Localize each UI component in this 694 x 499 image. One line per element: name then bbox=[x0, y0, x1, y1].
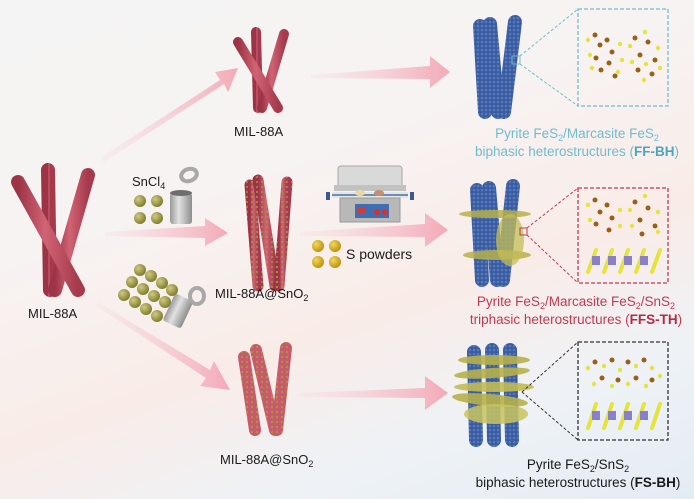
ffs-th-caption-line2: triphasic heterostructures (FFS-TH) bbox=[458, 311, 694, 329]
ff-bh-sub-2: 2 bbox=[653, 133, 659, 143]
arrow-to-middle bbox=[105, 218, 228, 246]
ffs-th-phase-1: Pyrite FeS bbox=[476, 294, 540, 309]
mil-88a-start-rods bbox=[11, 163, 95, 297]
ff-bh-caption-line1: Pyrite FeS2/Marcasite FeS2 bbox=[460, 125, 694, 143]
ffs-th-abbrev: FFS-TH bbox=[629, 312, 678, 327]
mil-88a-sno2-bottom-rods bbox=[238, 342, 292, 436]
mil-88a-sno2-middle-rods bbox=[244, 174, 293, 292]
ffs-th-sub-1: 2 bbox=[539, 301, 545, 311]
arrow-bottom-to-fs-bh bbox=[300, 376, 448, 410]
ff-bh-caption: Pyrite FeS2/Marcasite FeS2 biphasic hete… bbox=[460, 125, 694, 161]
ffs-th-caption-line1: Pyrite FeS2/Marcasite FeS2/SnS2 bbox=[458, 293, 694, 311]
ffs-th-product-rods bbox=[459, 179, 579, 287]
mil-88a-top-rods bbox=[233, 27, 289, 113]
sncl4-text: SnCl bbox=[132, 174, 161, 189]
arrow-to-bottom bbox=[96, 302, 230, 390]
bottom-intermediate-subscript: 2 bbox=[308, 459, 314, 469]
fs-bh-product-rods bbox=[452, 341, 579, 447]
middle-intermediate-text: MIL-88A@SnO bbox=[215, 286, 304, 301]
ff-bh-crystal-inset bbox=[577, 8, 669, 107]
fs-bh-caption-line2: biphasic heterostructures (FS-BH) bbox=[462, 474, 694, 492]
ff-bh-phase-1: Pyrite FeS bbox=[495, 126, 559, 141]
fs-bh-sub-2: 2 bbox=[624, 464, 630, 474]
fs-bh-phase-2: /SnS bbox=[594, 457, 625, 472]
sulfur-powder-icon bbox=[312, 240, 341, 268]
start-mil-88a-label: MIL-88A bbox=[28, 306, 78, 321]
ffs-th-close-paren: ) bbox=[677, 312, 683, 327]
ff-bh-sub-1: 2 bbox=[558, 133, 564, 143]
middle-intermediate-subscript: 2 bbox=[303, 293, 309, 303]
ff-bh-product-rods bbox=[473, 8, 579, 119]
arrow-to-top bbox=[100, 68, 238, 162]
top-mil-88a-label: MIL-88A bbox=[234, 124, 284, 139]
arrow-top-to-ff-bh bbox=[310, 56, 450, 88]
middle-mil-88a-sno2-label: MIL-88A@SnO2 bbox=[215, 286, 309, 303]
ffs-th-crystal-inset bbox=[577, 187, 669, 284]
ff-bh-caption-line2: biphasic heterostructures (FF-BH) bbox=[460, 143, 694, 161]
ffs-th-desc: triphasic heterostructures ( bbox=[469, 312, 630, 327]
ffs-th-sub-3: 2 bbox=[670, 301, 676, 311]
arrow-middle-to-ffs-th bbox=[300, 213, 448, 247]
fs-bh-phase-1: Pyrite FeS bbox=[526, 457, 590, 472]
bottom-mil-88a-sno2-label: MIL-88A@SnO2 bbox=[220, 452, 314, 469]
sncl4-excess-precursor-icon bbox=[118, 264, 206, 328]
ff-bh-close-paren: ) bbox=[674, 144, 680, 159]
bottom-intermediate-text: MIL-88A@SnO bbox=[220, 452, 309, 467]
ff-bh-abbrev: FF-BH bbox=[634, 144, 675, 159]
ff-bh-desc: biphasic heterostructures ( bbox=[474, 144, 635, 159]
ffs-th-phase-2: /Marcasite FeS bbox=[544, 294, 636, 309]
tube-furnace-icon bbox=[326, 165, 414, 223]
fs-bh-crystal-inset bbox=[577, 341, 669, 441]
fs-bh-desc: biphasic heterostructures ( bbox=[475, 475, 635, 490]
ffs-th-phase-3: /SnS bbox=[640, 294, 671, 309]
fs-bh-caption: Pyrite FeS2/SnS2 biphasic heterostructur… bbox=[462, 456, 694, 492]
sulfur-powders-label: S powders bbox=[346, 246, 413, 262]
fs-bh-sub-1: 2 bbox=[589, 464, 595, 474]
sncl4-precursor-icon bbox=[134, 166, 199, 224]
ffs-th-caption: Pyrite FeS2/Marcasite FeS2/SnS2 triphasi… bbox=[458, 293, 694, 329]
fs-bh-close-paren: ) bbox=[675, 475, 681, 490]
fs-bh-caption-line1: Pyrite FeS2/SnS2 bbox=[462, 456, 694, 474]
sncl4-subscript: 4 bbox=[160, 181, 166, 191]
ffs-th-sub-2: 2 bbox=[635, 301, 641, 311]
ff-bh-phase-2: /Marcasite FeS bbox=[563, 126, 654, 141]
sncl4-label: SnCl4 bbox=[132, 174, 166, 191]
fs-bh-abbrev: FS-BH bbox=[634, 475, 676, 490]
